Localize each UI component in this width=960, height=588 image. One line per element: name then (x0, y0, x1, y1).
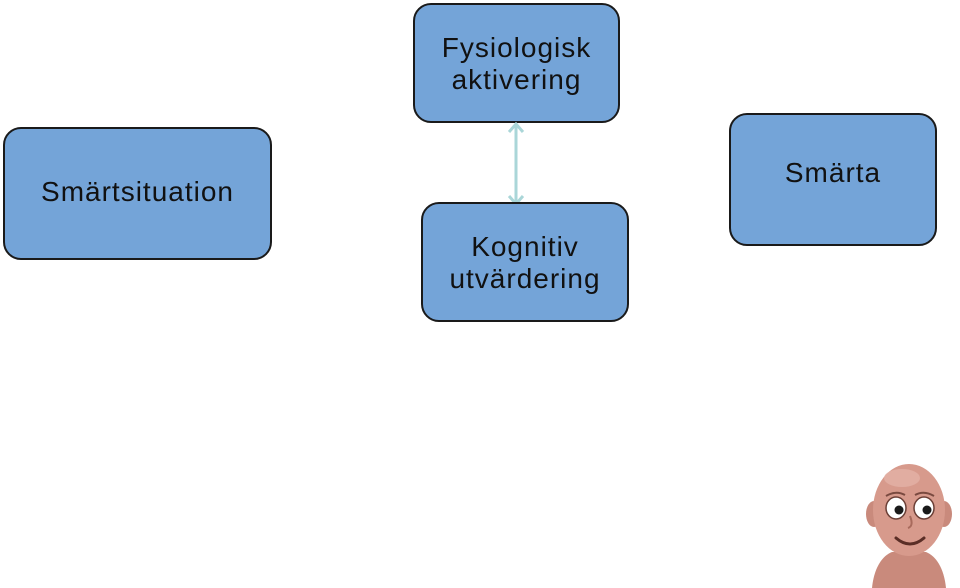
bald-character-icon (866, 464, 952, 588)
node-smartsituation-label: Smärtsituation (41, 176, 234, 207)
bidirectional-arrow (507, 121, 525, 207)
node-fysiologisk-line1: Fysiologisk (441, 32, 592, 63)
node-kognitiv-line1: Kognitiv (471, 231, 579, 262)
node-fysiologisk-line2: aktivering (451, 64, 582, 95)
node-kognitiv-utvardering: Kognitiv utvärdering (421, 202, 629, 322)
node-smarta: Smärta (729, 113, 937, 246)
node-kognitiv-utvardering-label: Kognitiv utvärdering (423, 231, 627, 295)
node-kognitiv-line2: utvärdering (449, 263, 601, 294)
node-smarta-label: Smärta (784, 157, 882, 188)
node-fysiologisk-aktivering: Fysiologisk aktivering (413, 3, 620, 123)
node-fysiologisk-aktivering-label: Fysiologisk aktivering (415, 32, 618, 96)
node-smartsituation: Smärtsituation (3, 127, 272, 260)
